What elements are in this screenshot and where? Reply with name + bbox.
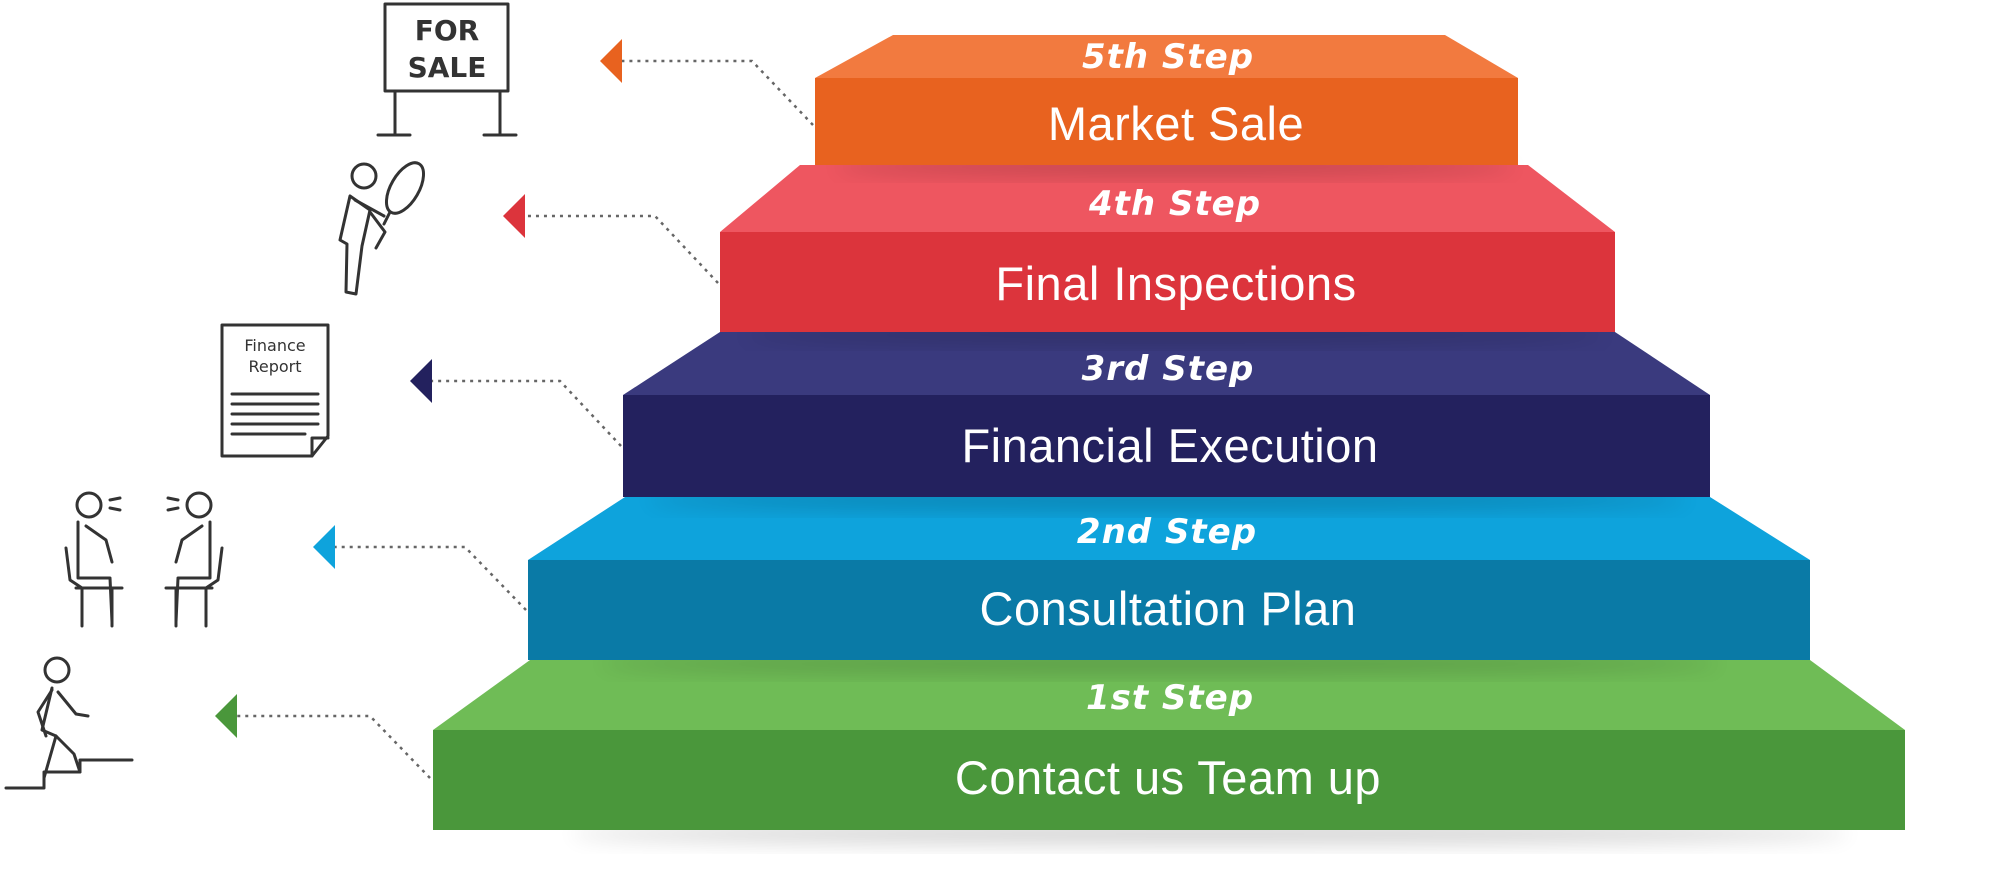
step-1-front-face [433, 730, 1905, 830]
connector-line-2 [333, 545, 527, 611]
step-2-label: 2nd Step [1077, 512, 1257, 552]
document-line-1: Finance [244, 336, 305, 355]
step-2-front-face [528, 560, 1810, 660]
step-2-top-face [528, 497, 1810, 560]
step-2: 2nd Step Consultation Plan [528, 497, 1810, 673]
step-5-title: Market Sale [1048, 97, 1304, 150]
step-4-top-face [720, 165, 1615, 232]
connector-line-5 [622, 59, 814, 126]
connector-step-1 [215, 694, 431, 779]
step-1-top-face [433, 660, 1905, 730]
connector-step-3 [410, 359, 622, 447]
for-sale-sign-icon: FOR SALE [376, 2, 518, 137]
sign-line-2: SALE [408, 51, 487, 84]
connector-line-4 [525, 214, 719, 284]
arrow-1-icon [215, 694, 237, 738]
step-4-label: 4th Step [1088, 184, 1261, 224]
step-4: 4th Step Final Inspections [720, 165, 1615, 343]
step-2-title: Consultation Plan [980, 582, 1357, 635]
step-1-label: 1st Step [1086, 678, 1254, 718]
arrow-4-icon [503, 194, 525, 238]
connectors [215, 39, 814, 779]
icons: FOR SALE Finance Report [4, 2, 518, 790]
connector-step-4 [503, 194, 719, 284]
connector-step-5 [600, 39, 814, 126]
step-4-front-face [720, 232, 1615, 332]
arrow-2-icon [313, 525, 335, 569]
step-3-front-face [623, 395, 1710, 497]
step-3-top-face [623, 332, 1710, 395]
arrow-5-icon [600, 39, 622, 83]
document-line-2: Report [248, 357, 301, 376]
stairs: 1st Step Contact us Team up 2nd Step Con… [433, 35, 1905, 844]
step-3: 3rd Step Financial Execution [623, 332, 1710, 509]
step-3-label: 3rd Step [1082, 349, 1255, 389]
person-climbing-stairs-icon [4, 656, 134, 790]
connector-line-1 [235, 714, 431, 779]
sign-line-1: FOR [415, 14, 480, 47]
person-magnifying-glass-icon [338, 161, 426, 296]
step-5-front-face [815, 78, 1518, 165]
step-1: 1st Step Contact us Team up [433, 660, 1905, 844]
connector-line-3 [432, 379, 622, 447]
connector-step-2 [313, 525, 527, 611]
step-5-top-face [815, 35, 1518, 78]
finance-report-document-icon: Finance Report [220, 323, 330, 458]
two-people-consulting-icon [64, 491, 224, 628]
step-5: 5th Step Market Sale [815, 35, 1518, 175]
arrow-3-icon [410, 359, 432, 403]
step-5-label: 5th Step [1082, 37, 1254, 77]
step-4-title: Final Inspections [995, 257, 1356, 310]
step-3-title: Financial Execution [961, 419, 1378, 472]
step-1-title: Contact us Team up [955, 751, 1381, 804]
